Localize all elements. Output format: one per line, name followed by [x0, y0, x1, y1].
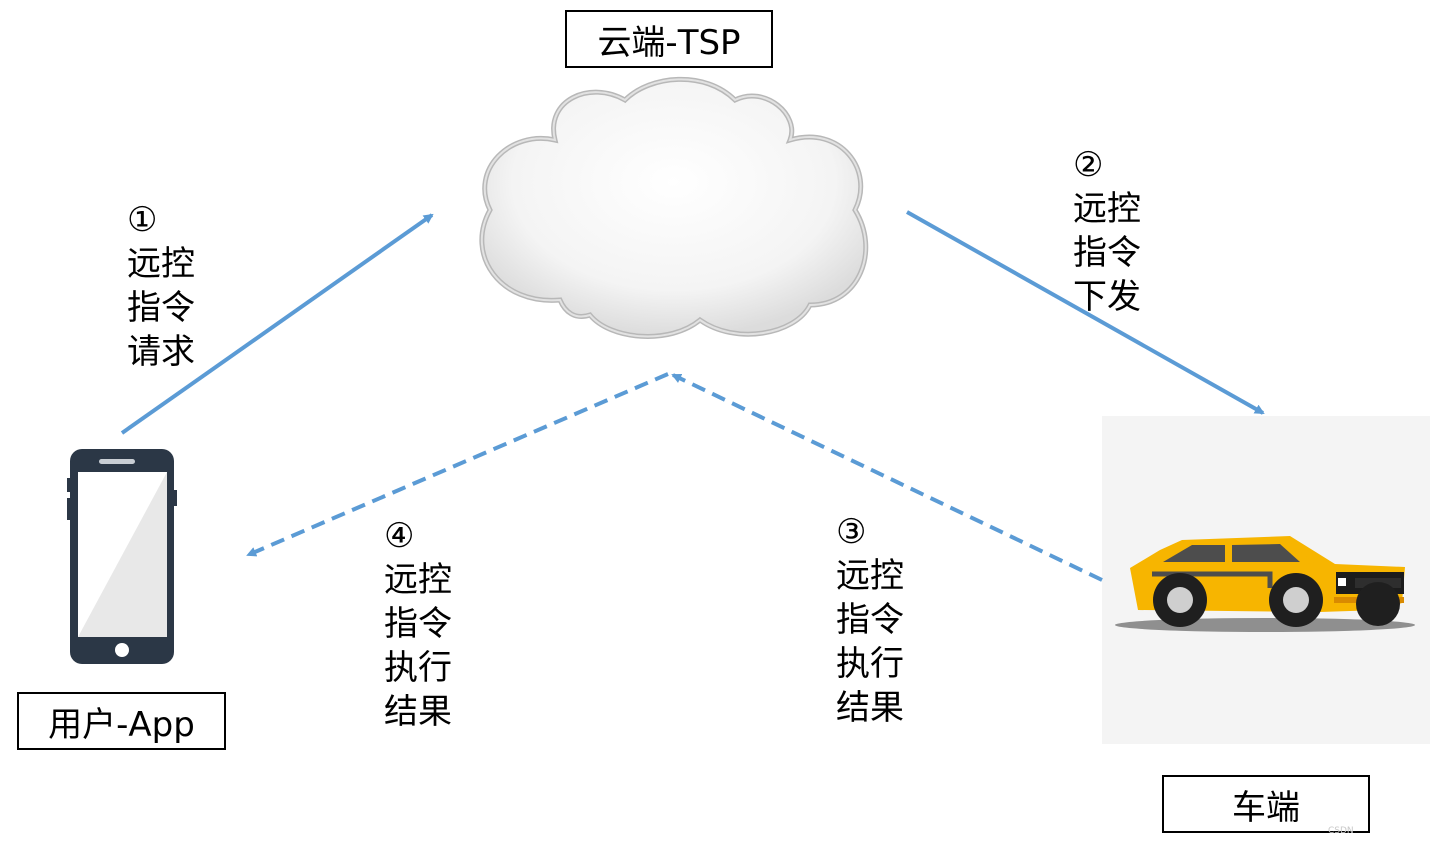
- step-4-line-3: 执行: [384, 648, 452, 688]
- cloud-tsp-label: 云端-TSP: [597, 22, 741, 63]
- vehicle-label-box: 车端: [1162, 775, 1370, 833]
- step-2-label: ② 远控 指令 下发: [1073, 143, 1141, 319]
- step-1-line-3: 请求: [127, 332, 195, 372]
- arrow-step-4-result-to-app: [246, 372, 669, 557]
- step-1-number: ①: [127, 200, 158, 240]
- step-2-line-2: 指令: [1073, 233, 1141, 273]
- step-2-line-1: 远控: [1073, 189, 1141, 229]
- step-3-label: ③ 远控 指令 执行 结果: [836, 510, 904, 730]
- arrow-step-2-dispatch: [906, 210, 1265, 415]
- step-3-number: ③: [836, 512, 867, 552]
- cloud-icon: [479, 76, 869, 339]
- phone-icon: [67, 449, 177, 664]
- cloud-tsp-label-box: 云端-TSP: [565, 10, 773, 68]
- step-2-line-3: 下发: [1073, 277, 1141, 317]
- car-icon: [1115, 536, 1415, 632]
- step-4-number: ④: [384, 516, 415, 556]
- step-4-label: ④ 远控 指令 执行 结果: [384, 514, 452, 734]
- step-1-line-2: 指令: [127, 288, 195, 328]
- step-4-line-4: 结果: [384, 692, 452, 732]
- user-app-label: 用户-App: [48, 704, 195, 745]
- vehicle-label: 车端: [1232, 787, 1300, 828]
- step-3-line-3: 执行: [836, 644, 904, 684]
- user-app-label-box: 用户-App: [17, 692, 226, 750]
- step-1-line-1: 远控: [127, 244, 195, 284]
- step-1-label: ① 远控 指令 请求: [127, 198, 195, 374]
- step-3-line-4: 结果: [836, 688, 904, 728]
- step-4-line-2: 指令: [384, 604, 452, 644]
- step-3-line-1: 远控: [836, 556, 904, 596]
- watermark: CSDN: [1328, 826, 1354, 836]
- arrow-step-1-request: [120, 213, 434, 435]
- arrow-step-3-result-to-cloud: [671, 373, 1103, 582]
- step-2-number: ②: [1073, 145, 1104, 185]
- step-4-line-1: 远控: [384, 560, 452, 600]
- step-3-line-2: 指令: [836, 600, 904, 640]
